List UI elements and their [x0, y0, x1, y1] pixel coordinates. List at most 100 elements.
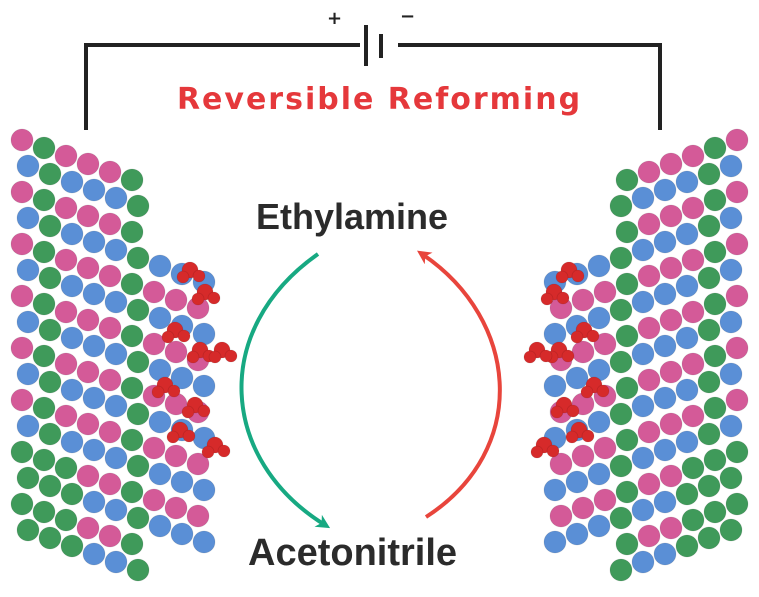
atom: [631, 550, 655, 574]
atom: [16, 154, 40, 178]
atom: [98, 160, 122, 184]
atom: [631, 498, 655, 522]
atom: [653, 438, 677, 462]
atom: [637, 264, 661, 288]
atom: [675, 326, 699, 350]
atom: [719, 310, 743, 334]
atom: [675, 378, 699, 402]
atom: [54, 144, 78, 168]
atom: [126, 298, 150, 322]
atom: [593, 332, 617, 356]
atom: [703, 240, 727, 264]
atom: [637, 472, 661, 496]
atom: [681, 404, 705, 428]
atom: [38, 214, 62, 238]
atom: [104, 290, 128, 314]
atom: [120, 272, 144, 296]
atom: [32, 344, 56, 368]
atom: [76, 256, 100, 280]
atom: [164, 340, 188, 364]
atom: [126, 350, 150, 374]
atom: [60, 430, 84, 454]
atom: [104, 342, 128, 366]
atom: [725, 284, 749, 308]
atom: [681, 456, 705, 480]
atom: [719, 206, 743, 230]
atom: [98, 316, 122, 340]
atom: [54, 300, 78, 324]
atom: [181, 405, 195, 419]
atom: [10, 232, 34, 256]
atom: [207, 291, 221, 305]
atom: [571, 340, 595, 364]
atom: [126, 558, 150, 582]
atom: [570, 330, 584, 344]
atom: [142, 436, 166, 460]
atom: [60, 326, 84, 350]
atom: [571, 269, 585, 283]
battery-icon: [364, 25, 383, 66]
atom: [659, 516, 683, 540]
atom: [543, 374, 567, 398]
atom: [609, 558, 633, 582]
atom: [192, 374, 216, 398]
atom: [76, 308, 100, 332]
atom: [32, 188, 56, 212]
atom: [142, 488, 166, 512]
atom: [653, 386, 677, 410]
atom: [659, 204, 683, 228]
atom: [120, 220, 144, 244]
atom: [10, 180, 34, 204]
atom: [719, 466, 743, 490]
atom: [60, 274, 84, 298]
atom: [148, 462, 172, 486]
atom: [82, 230, 106, 254]
atom: [60, 534, 84, 558]
atom: [76, 152, 100, 176]
atom: [16, 466, 40, 490]
atom: [164, 444, 188, 468]
atom: [725, 336, 749, 360]
atom: [631, 342, 655, 366]
atom: [82, 438, 106, 462]
atom: [104, 238, 128, 262]
atom: [546, 444, 560, 458]
atom: [104, 446, 128, 470]
atom: [697, 526, 721, 550]
atom: [126, 194, 150, 218]
atom: [653, 178, 677, 202]
atom: [82, 334, 106, 358]
atom: [681, 196, 705, 220]
atom: [208, 350, 222, 364]
atom: [104, 550, 128, 574]
atom: [60, 378, 84, 402]
atom: [615, 480, 639, 504]
atom: [82, 542, 106, 566]
atom: [681, 352, 705, 376]
atom: [581, 429, 595, 443]
atom: [170, 470, 194, 494]
atom: [192, 269, 206, 283]
atom: [587, 462, 611, 486]
atom: [16, 258, 40, 282]
atom: [681, 144, 705, 168]
atom: [697, 422, 721, 446]
atom: [703, 448, 727, 472]
atom: [586, 329, 600, 343]
atom: [631, 290, 655, 314]
atom: [596, 384, 610, 398]
atom: [565, 366, 589, 390]
atom: [76, 204, 100, 228]
atom: [201, 445, 215, 459]
atom: [697, 162, 721, 186]
atom: [653, 542, 677, 566]
atom: [561, 349, 575, 363]
circuit-wire: [84, 43, 662, 130]
atom: [719, 362, 743, 386]
atom: [543, 478, 567, 502]
atom: [549, 504, 573, 528]
atom: [697, 266, 721, 290]
atom: [10, 388, 34, 412]
atom: [126, 454, 150, 478]
forward-arrow: [239, 252, 331, 529]
